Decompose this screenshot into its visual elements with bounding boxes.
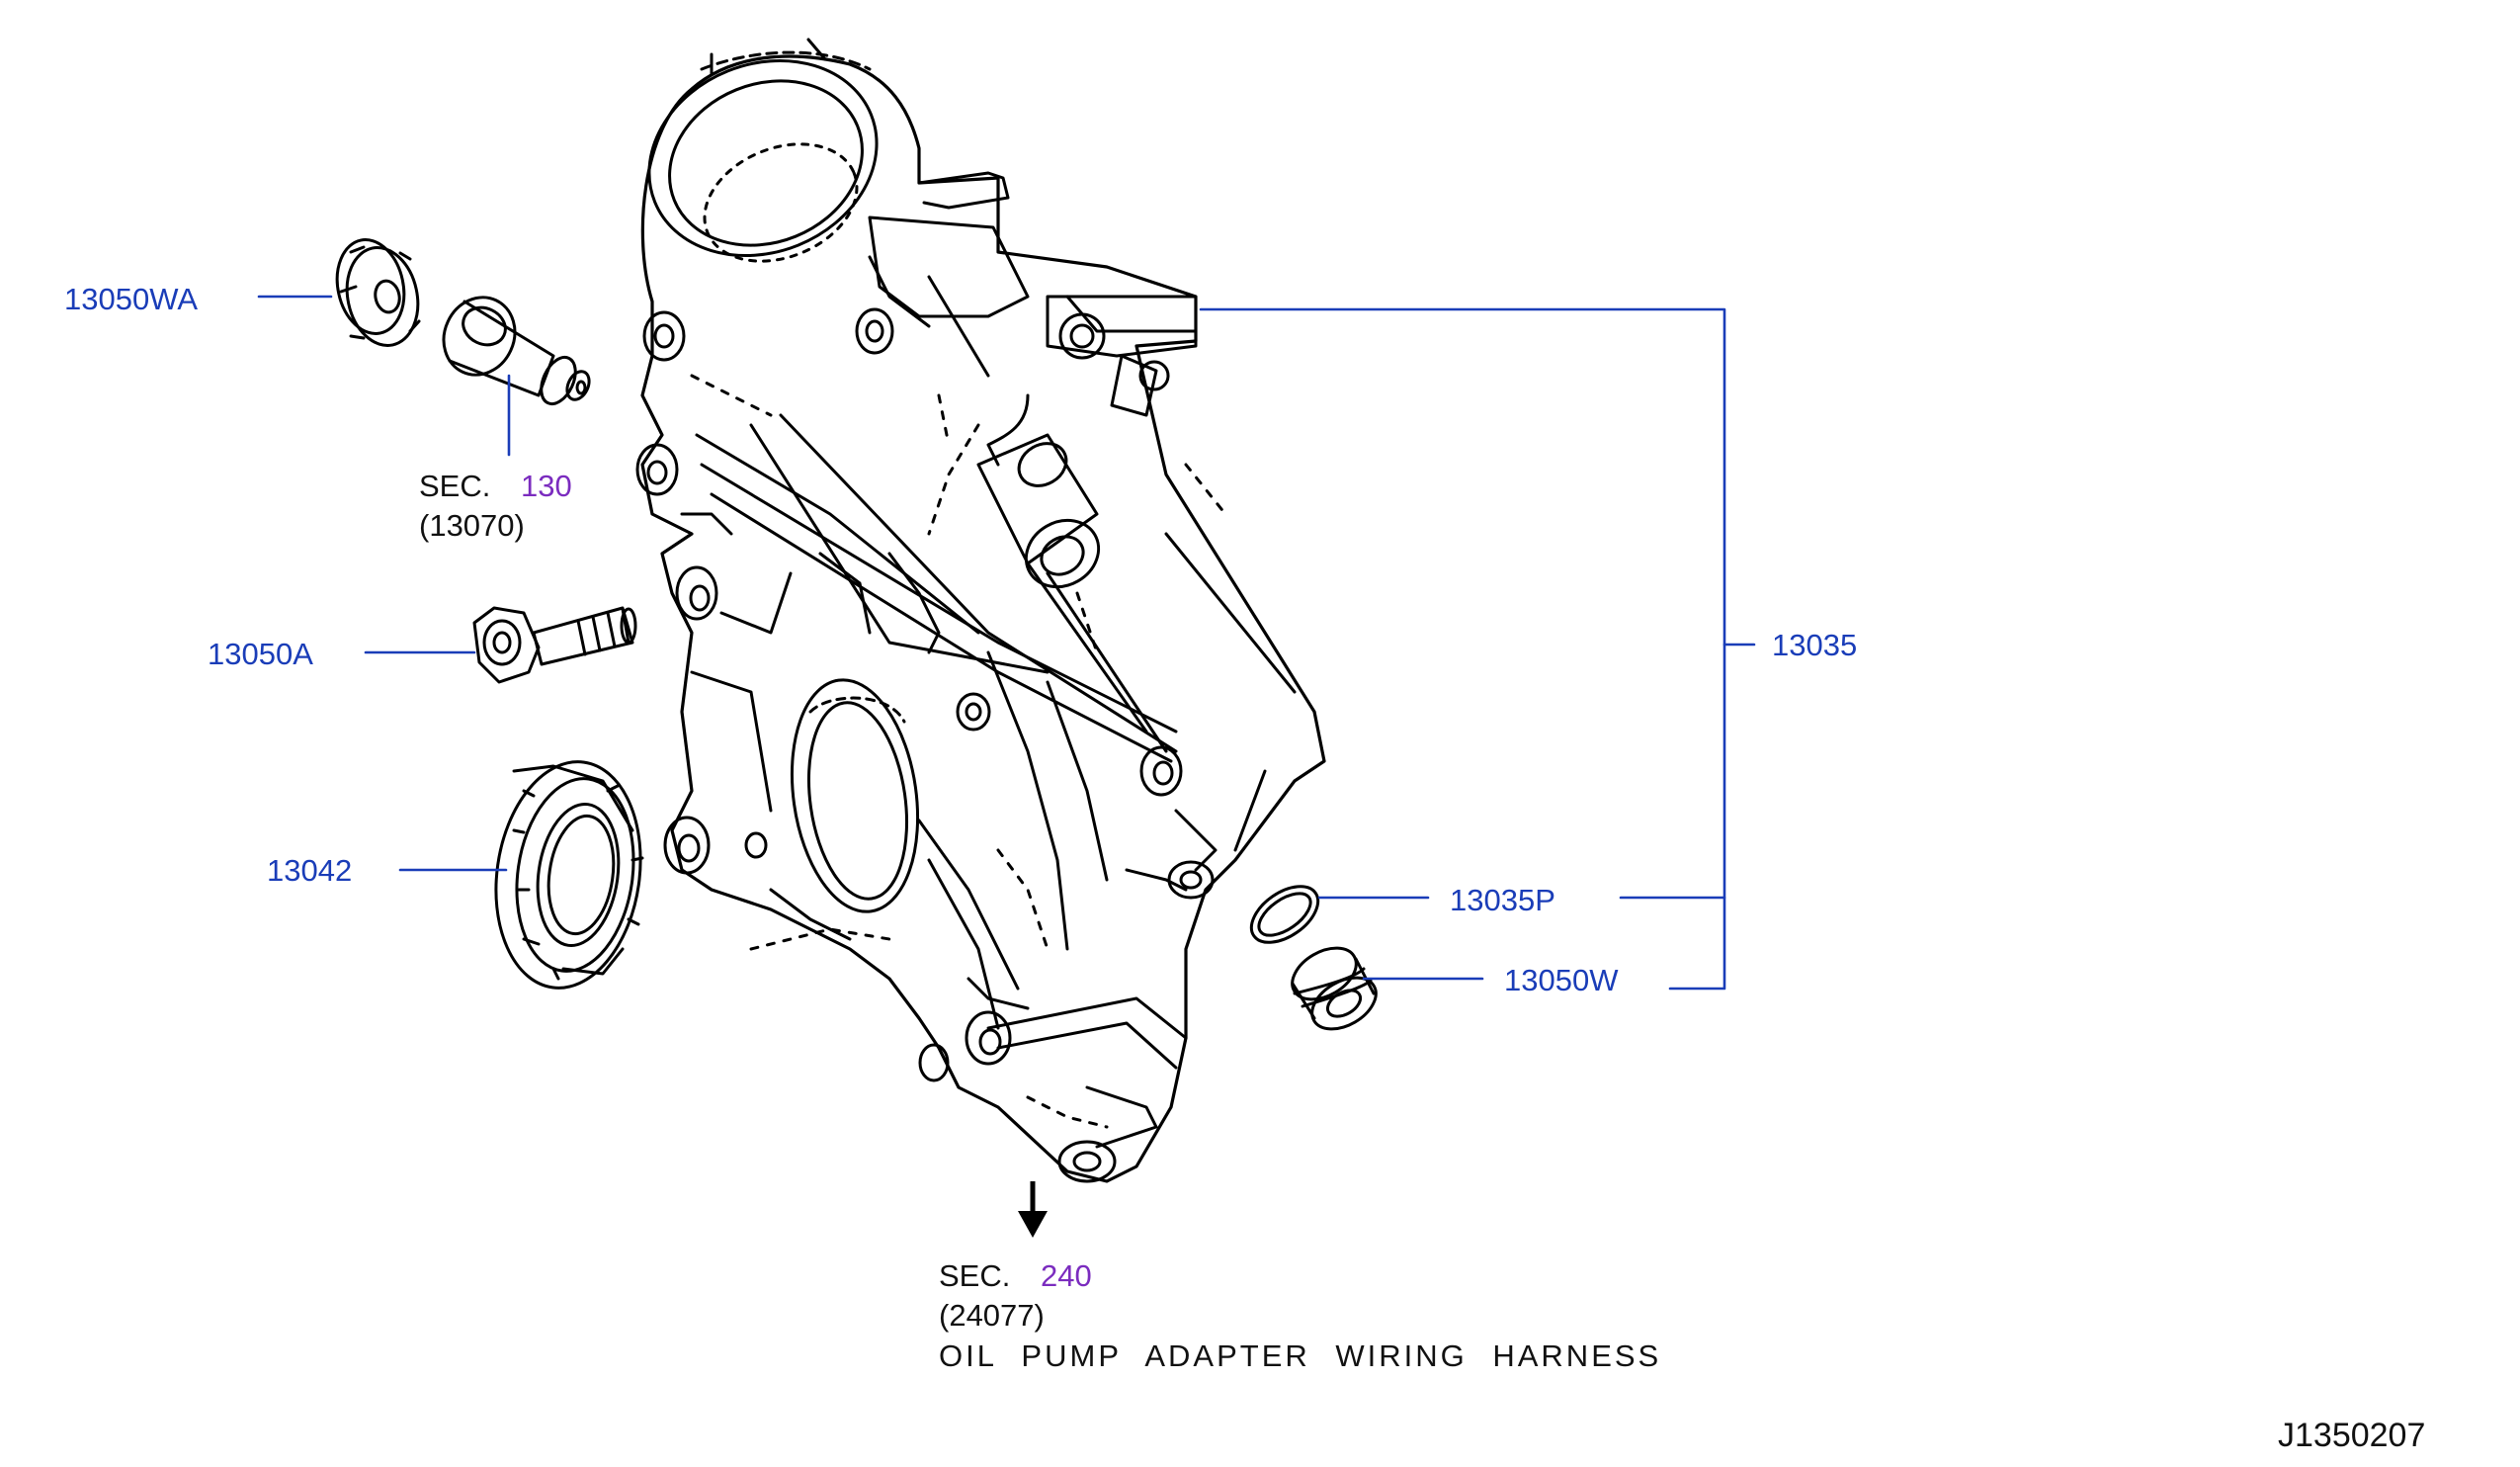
section-code[interactable]: 130 [520, 469, 572, 503]
leader-lines [257, 295, 1756, 991]
down-arrow-icon [1018, 1181, 1048, 1238]
o-ring-13035p[interactable] [1241, 875, 1327, 954]
sensor-sec-130[interactable] [431, 286, 593, 409]
section-description: OIL PUMP ADAPTER WIRING HARNESS [939, 1338, 1662, 1373]
callout-13042[interactable]: 13042 [267, 853, 353, 888]
callout-13035[interactable]: 13035 [1772, 628, 1858, 662]
section-part-number: (13070) [419, 508, 525, 544]
front-cover-housing[interactable] [620, 28, 1326, 1183]
section-prefix: SEC. [939, 1258, 1011, 1293]
callout-13050w[interactable]: 13050W [1504, 963, 1619, 997]
section-ref-240[interactable]: SEC. 240 (24077) OIL PUMP ADAPTER WIRING… [939, 1256, 1661, 1376]
section-code[interactable]: 240 [1040, 1258, 1092, 1293]
plug-13050w[interactable] [1284, 937, 1386, 1039]
seal-13042[interactable] [482, 752, 655, 997]
diagram-id: J1350207 [2278, 1417, 2426, 1454]
section-ref-130[interactable]: SEC. 130 (13070) [419, 467, 572, 547]
section-prefix: SEC. [419, 469, 491, 503]
section-part-number: (24077) [939, 1298, 1045, 1334]
callout-13035p[interactable]: 13035P [1450, 883, 1555, 917]
callout-13050a[interactable]: 13050A [208, 637, 313, 671]
callout-13050wa[interactable]: 13050WA [64, 282, 198, 316]
cap-13050wa[interactable] [329, 233, 427, 352]
bolt-13050a[interactable] [472, 606, 637, 684]
